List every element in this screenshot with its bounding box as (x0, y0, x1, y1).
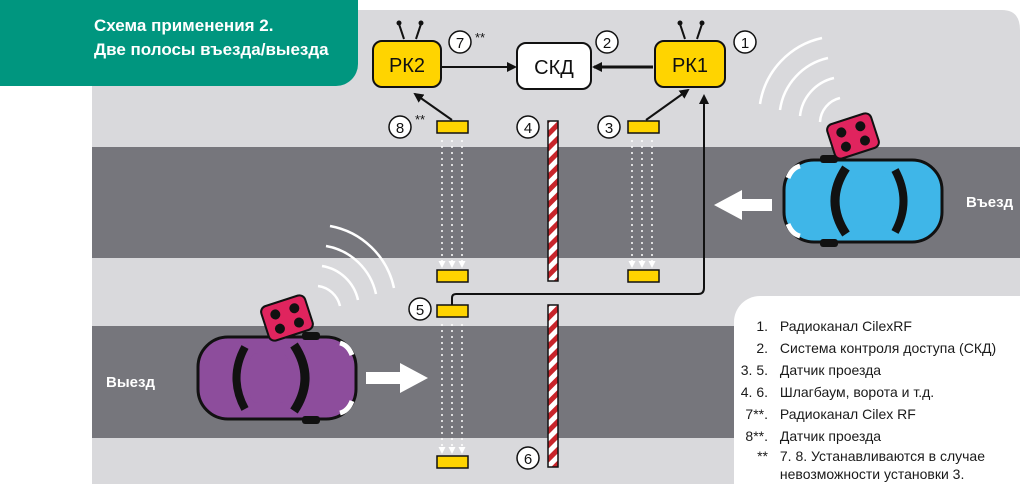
legend-item: 2. Система контроля доступа (СКД) (734, 340, 996, 356)
legend-item: невозможности установки 3. (734, 466, 964, 482)
sensor-8-end (436, 269, 469, 283)
legend-num: ** (757, 448, 768, 464)
barrier-4 (547, 120, 559, 282)
marker-8-suffix: ** (415, 112, 425, 127)
sensor-3 (627, 120, 660, 134)
legend-item: 4. 6. Шлагбаум, ворота и т.д. (734, 384, 934, 400)
rk2-box (372, 20, 442, 88)
title-panel: Схема применения 2. Две полосы въезда/вы… (0, 0, 358, 86)
legend-num: 2. (756, 340, 768, 356)
title-line-1: Схема применения 2. (94, 16, 274, 35)
legend-item: 1. Радиоканал CilexRF (734, 318, 912, 334)
legend-text: невозможности установки 3. (779, 466, 965, 482)
sensor-8 (436, 120, 469, 134)
marker-8-label: 8 (396, 120, 404, 137)
entry-car (782, 155, 944, 247)
legend-num: 3. 5. (740, 362, 768, 378)
legend-num: 4. 6. (740, 384, 768, 400)
marker-4 (516, 115, 540, 139)
title-line-2: Две полосы въезда/выезда (94, 40, 329, 59)
marker-1-label: 1 (741, 35, 749, 52)
remote-exit (260, 294, 314, 342)
legend-item: 8**. Датчик проезда (734, 428, 881, 444)
marker-5 (408, 297, 432, 321)
exit-lane-label: Выезд (106, 374, 155, 391)
marker-7-label: 7 (456, 35, 464, 52)
legend-num: 7**. (745, 406, 768, 422)
legend-text: Система контроля доступа (СКД) (779, 340, 997, 356)
legend-text: Радиоканал Cilex RF (779, 406, 916, 422)
legend-item: 3. 5. Датчик проезда (734, 362, 881, 378)
sensor-3-end (627, 269, 660, 283)
legend-num: 8**. (745, 428, 768, 444)
skd-label: СКД (534, 57, 574, 79)
sensor8-rk2-line (413, 92, 453, 121)
legend-text: Датчик проезда (779, 362, 882, 378)
legend-text: Радиоканал CilexRF (779, 318, 912, 334)
marker-2-label: 2 (603, 35, 611, 52)
marker-7 (448, 30, 472, 54)
marker-6 (516, 446, 540, 470)
marker-6-label: 6 (524, 451, 532, 468)
rk2-label: РК2 (389, 55, 425, 77)
marker-4-label: 4 (524, 120, 532, 137)
entry-lane-label: Въезд (966, 194, 1014, 211)
legend-item: ** 7. 8. Устанавливаются в случае (734, 448, 985, 464)
exit-car (196, 332, 358, 424)
barrier-6 (547, 304, 559, 468)
entry-arrow (714, 190, 772, 220)
skd-box (516, 42, 592, 90)
marker-1 (733, 30, 757, 54)
marker-3-label: 3 (605, 120, 613, 137)
legend-text: 7. 8. Устанавливаются в случае (779, 448, 985, 464)
sensor3-rk1-line (645, 88, 690, 121)
exit-arrow (366, 363, 428, 393)
sensor-5 (436, 304, 469, 318)
legend-item: 7**. Радиоканал Cilex RF (734, 406, 916, 422)
sensor5-rk1-line (451, 94, 709, 306)
legend-text: Шлагбаум, ворота и т.д. (779, 384, 935, 400)
marker-2 (595, 30, 619, 54)
rk1-box (654, 20, 726, 88)
marker-3 (597, 115, 621, 139)
sensor-5-end (436, 455, 469, 469)
legend-panel: 1. Радиоканал CilexRF 2. Система контрол… (734, 296, 1024, 484)
marker-8 (388, 115, 412, 139)
rk1-label: РК1 (672, 55, 708, 77)
legend-text: Датчик проезда (779, 428, 882, 444)
remote-entry (826, 112, 880, 160)
radio-waves-exit (317, 224, 396, 307)
legend-num: 1. (756, 318, 768, 334)
radio-waves-entry (758, 36, 841, 123)
marker-7-suffix: ** (475, 30, 485, 45)
marker-5-label: 5 (416, 302, 424, 319)
